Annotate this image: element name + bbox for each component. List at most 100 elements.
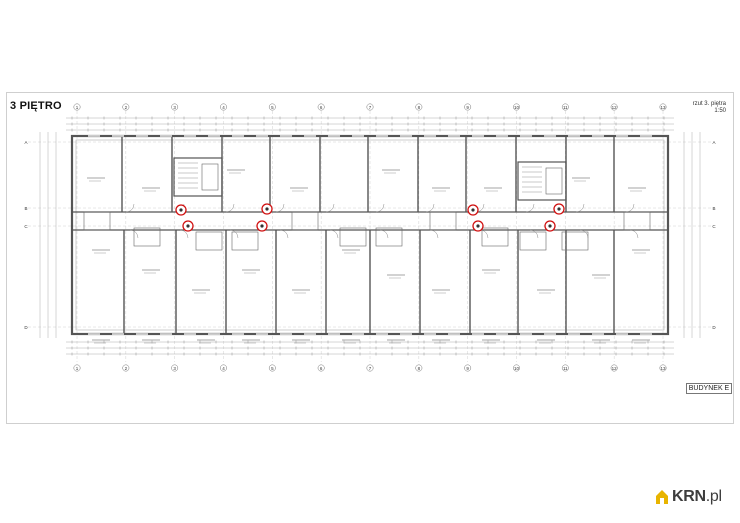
axis-bubble <box>464 364 472 372</box>
bathroom <box>561 231 589 251</box>
door-swing <box>575 203 585 213</box>
column-axis-label: 4 <box>222 366 225 371</box>
walls <box>70 134 670 336</box>
column-axis-label: 10 <box>514 105 520 110</box>
column-axis-label: 2 <box>125 366 128 371</box>
bathroom <box>339 227 367 247</box>
column-axis-label: 1 <box>76 105 79 110</box>
row-axis-label: B <box>712 206 715 211</box>
bathroom <box>623 211 651 231</box>
red-marker-dot <box>186 224 190 228</box>
axis-bubble <box>366 364 374 372</box>
bathroom <box>375 227 403 247</box>
axis-bubble <box>122 103 130 111</box>
dimension-lines <box>39 116 701 356</box>
bathroom <box>195 231 223 251</box>
column-axis-label: 12 <box>612 366 618 371</box>
stair-core <box>173 157 223 197</box>
row-axis-label: C <box>712 224 716 229</box>
bathroom <box>133 227 161 247</box>
door-swing <box>379 229 389 239</box>
door-swing <box>375 203 385 213</box>
axis-bubble <box>610 103 618 111</box>
column-axis-label: 1 <box>76 366 79 371</box>
axis-bubble <box>268 364 276 372</box>
sheet-info-line1: rzut 3. piętra <box>692 101 726 107</box>
column-axis-label: 2 <box>125 105 128 110</box>
axis-bubble <box>659 364 667 372</box>
column-axis-label: 13 <box>660 105 666 110</box>
door-swing <box>629 229 639 239</box>
row-axis-label: C <box>24 224 28 229</box>
red-marker-dot <box>471 208 475 212</box>
row-axis-label: B <box>24 206 27 211</box>
axis-bubble <box>73 364 81 372</box>
axis-bubble <box>561 364 569 372</box>
row-axis-label: D <box>24 325 28 330</box>
elevator-shaft <box>201 163 219 191</box>
column-axis-label: 8 <box>418 366 421 371</box>
column-axis-label: 5 <box>271 105 274 110</box>
red-marker-dot <box>557 207 561 211</box>
door-swing <box>129 229 139 239</box>
axis-bubble <box>659 103 667 111</box>
door-swing <box>429 229 439 239</box>
axis-bubble <box>561 103 569 111</box>
column-axis-label: 13 <box>660 366 666 371</box>
door-swing <box>479 229 489 239</box>
red-marker-dot <box>260 224 264 228</box>
markers <box>175 203 565 232</box>
axis-bubble <box>415 103 423 111</box>
column-axis-label: 6 <box>320 105 323 110</box>
axis-bubble <box>171 103 179 111</box>
door-swing <box>279 229 289 239</box>
axis-bubble <box>317 364 325 372</box>
column-axis-label: 7 <box>369 366 372 371</box>
red-marker-dot <box>476 224 480 228</box>
door-swing <box>125 203 135 213</box>
axis-bubble <box>317 103 325 111</box>
red-marker-dot <box>265 207 269 211</box>
axis-bubble <box>122 364 130 372</box>
axis-bubble <box>220 364 227 372</box>
bathroom <box>231 231 259 251</box>
elevator-shaft <box>545 167 563 195</box>
axis-bubble <box>464 103 472 111</box>
red-marker-dot <box>179 208 183 212</box>
house-icon <box>656 490 668 504</box>
watermark-brand: KRN <box>672 488 706 505</box>
row-axis-label: A <box>24 140 27 145</box>
door-swing <box>529 229 539 239</box>
axis-bubble <box>610 364 618 372</box>
axis-bubble <box>513 364 520 372</box>
door-swing <box>425 203 435 213</box>
column-axis-label: 3 <box>173 366 176 371</box>
watermark-domain: .pl <box>705 488 722 505</box>
column-axis-label: 7 <box>369 105 372 110</box>
column-axis-label: 9 <box>466 105 469 110</box>
axis-bubble <box>73 103 81 111</box>
column-axis-label: 8 <box>418 105 421 110</box>
bathroom <box>519 231 547 251</box>
floor-title: 3 PIĘTRO <box>10 100 62 112</box>
column-axis-label: 12 <box>612 105 618 110</box>
row-axis-label: D <box>712 325 716 330</box>
bathroom <box>83 211 111 231</box>
column-axis-label: 11 <box>563 105 568 110</box>
column-axis-label: 3 <box>173 105 176 110</box>
column-axis-label: 11 <box>563 366 568 371</box>
sheet-info: rzut 3. piętra 1:50 <box>693 101 726 115</box>
bathroom <box>429 211 457 231</box>
door-swing <box>229 229 239 239</box>
door-swing <box>525 203 535 213</box>
door-swing <box>325 203 335 213</box>
red-marker-dot <box>548 224 552 228</box>
axis-bubble <box>415 364 423 372</box>
bathroom <box>481 227 509 247</box>
column-axis-label: 6 <box>320 366 323 371</box>
door-swing <box>275 203 285 213</box>
column-axis-label: 4 <box>222 105 225 110</box>
building-label: BUDYNEK E <box>686 383 732 394</box>
